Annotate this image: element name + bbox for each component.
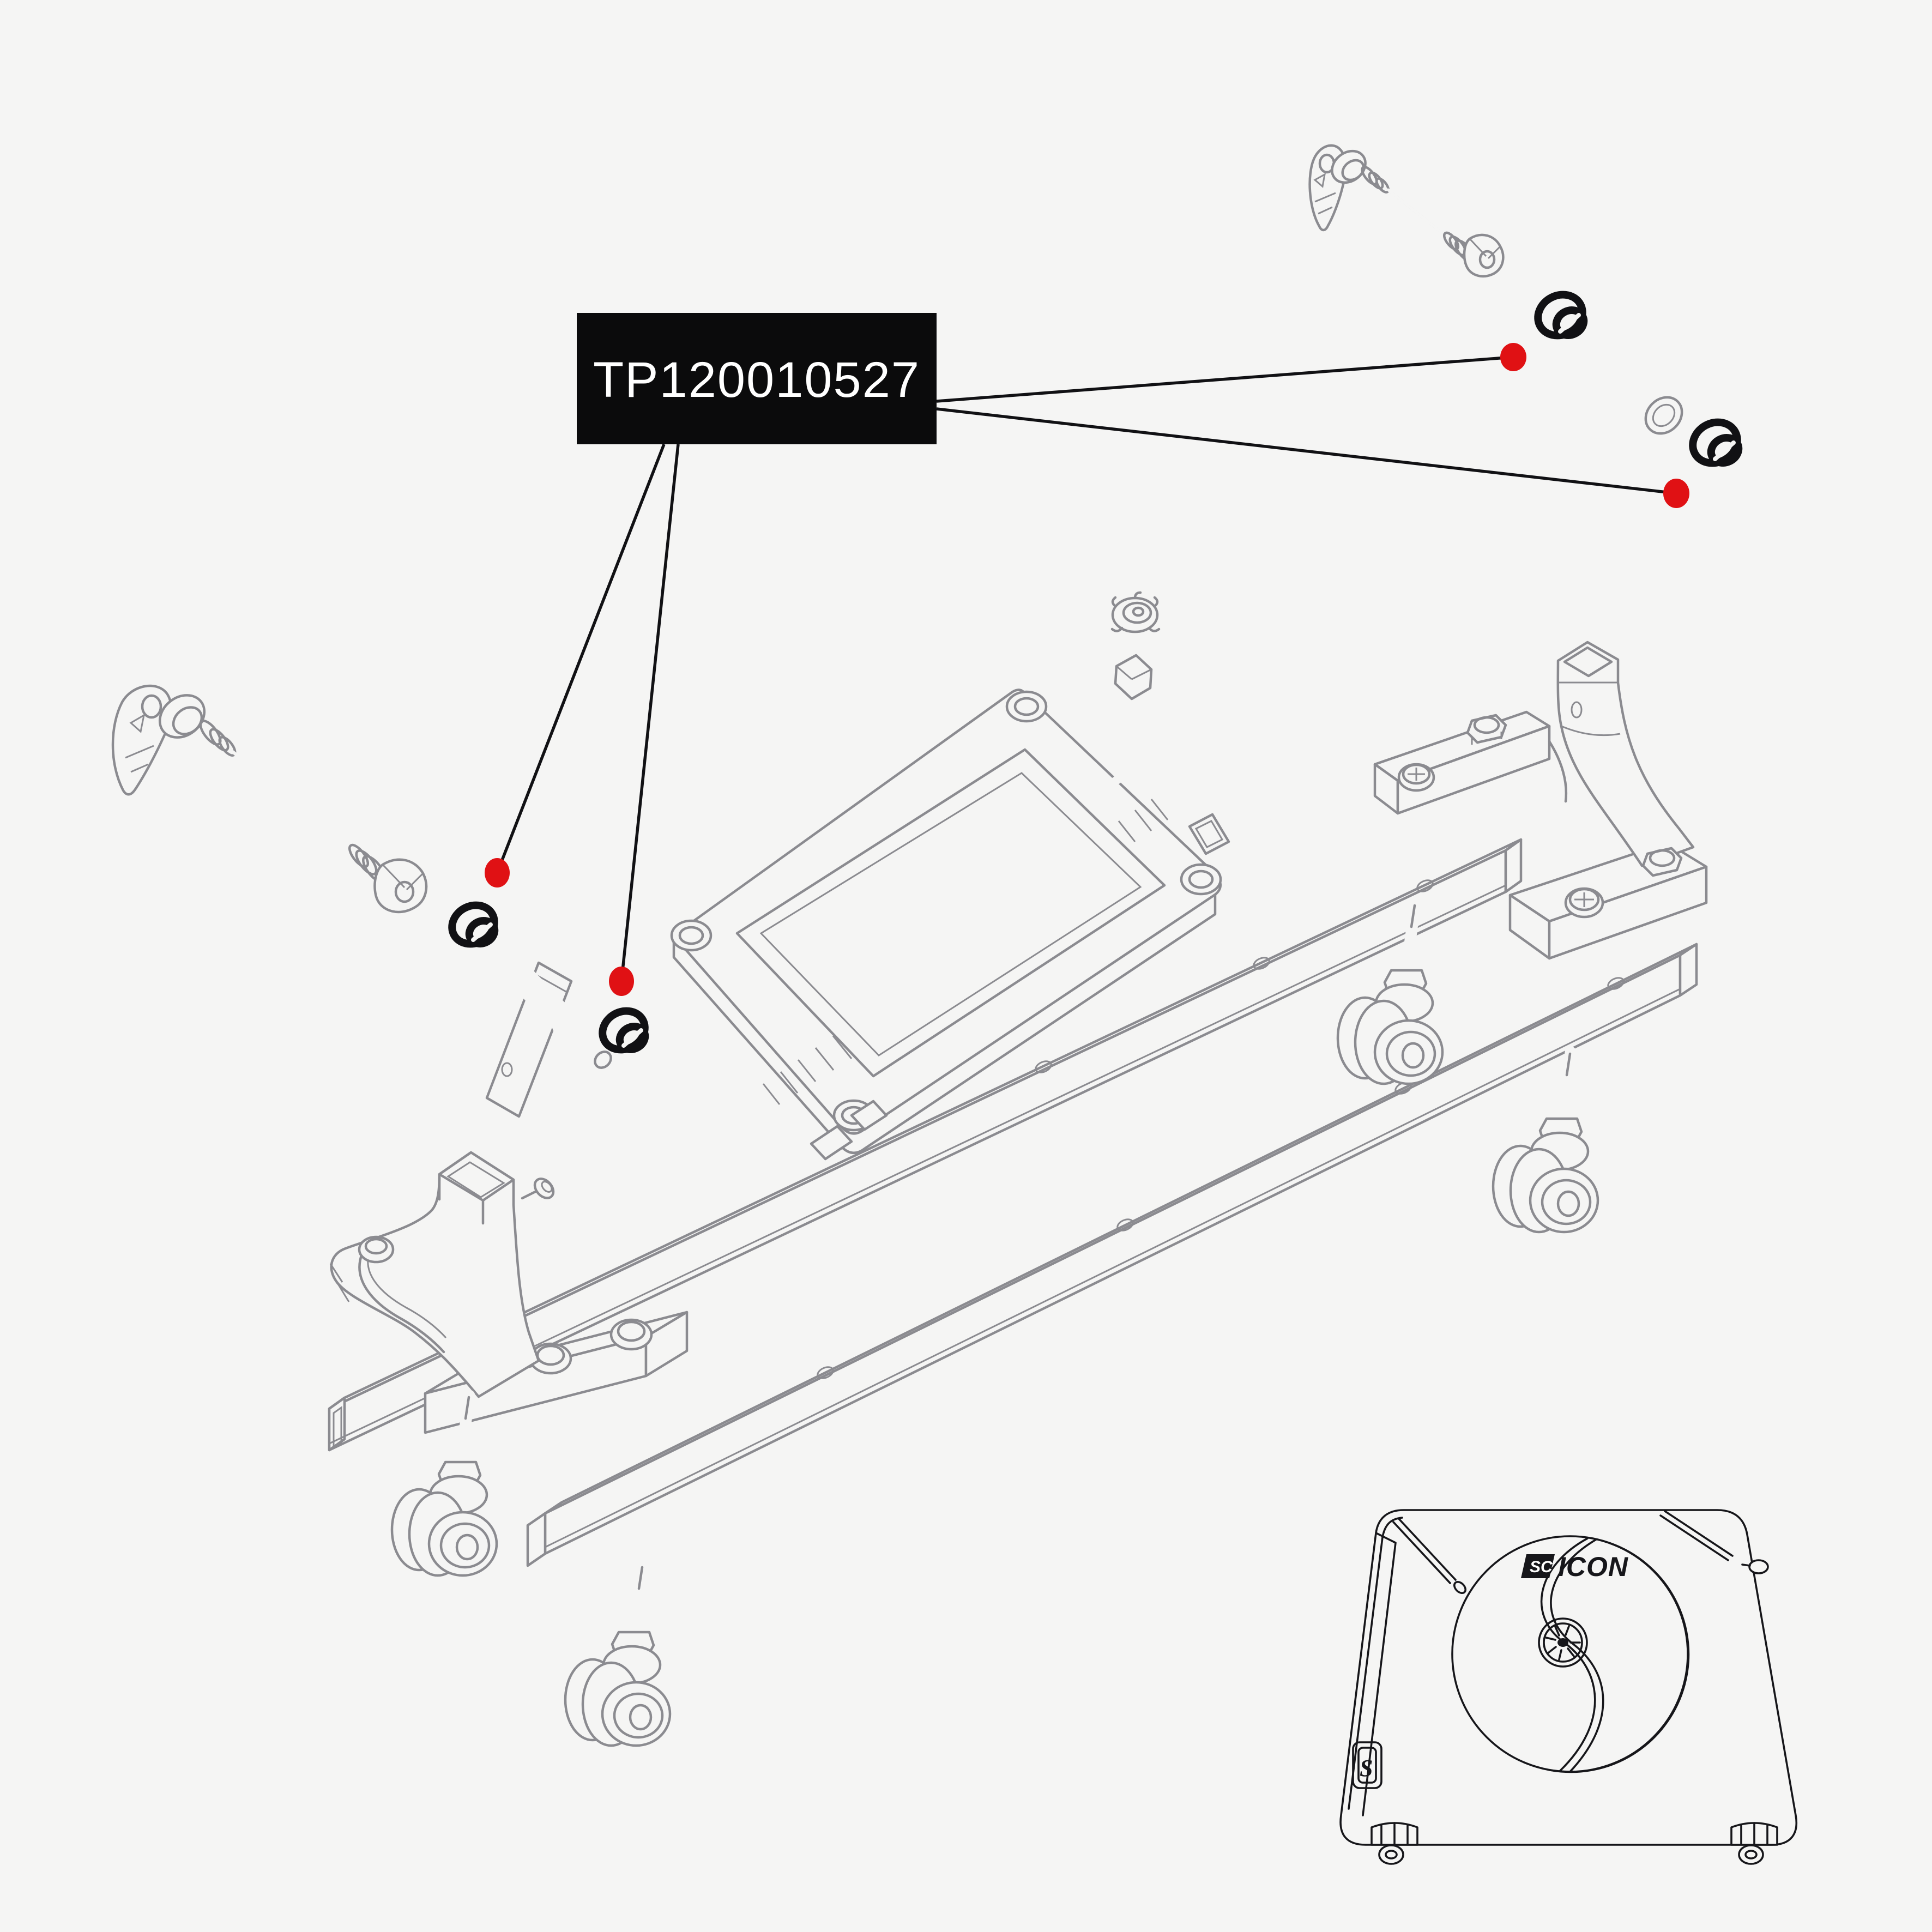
caster-wheel [565, 1566, 670, 1746]
platform-ribs-right [1118, 799, 1169, 842]
quick-release-skewer-right [1308, 144, 1505, 278]
base-boss [529, 1318, 653, 1375]
case-shell [1339, 1509, 1797, 1846]
rubber-bushing-left-b [599, 1007, 649, 1054]
qr-nut [373, 858, 428, 914]
case-valve [1741, 1559, 1769, 1574]
platform-ribs [762, 1035, 853, 1105]
pin-screw [521, 1178, 555, 1200]
part-label: TP120010527 [577, 313, 937, 444]
part-location-marker [1663, 479, 1689, 508]
part-label-box [577, 313, 937, 444]
logo-icon-text: ICON [1558, 1551, 1628, 1582]
part-number-text: TP120010527 [593, 352, 920, 408]
part-location-marker [609, 967, 634, 996]
qr-nut [1463, 233, 1505, 278]
callout-line [496, 444, 666, 873]
case-zipper [1392, 1510, 1734, 1594]
case-clasp: S [1352, 1741, 1382, 1789]
fork-mount-right [1373, 641, 1708, 960]
frame-rail-lower [526, 943, 1698, 1567]
case-foot [1730, 1822, 1778, 1865]
rubber-bushing-left-a [448, 901, 499, 948]
hex-bolt [1641, 847, 1683, 877]
phillips-screw [1397, 763, 1435, 792]
hex-bolt [1466, 714, 1507, 745]
part-location-marker [485, 858, 510, 887]
phillips-screw [1564, 887, 1604, 919]
curved-frame-arm [1188, 380, 1615, 856]
base-platform [670, 689, 1222, 1161]
rubber-bushing-top-b [1689, 418, 1743, 467]
fork-mount-left [329, 1151, 689, 1434]
scicon-logo: SC ICON [1521, 1551, 1628, 1582]
part-location-marker [1500, 343, 1526, 371]
locking-knob [1110, 591, 1161, 701]
frame-rail-upper [328, 838, 1523, 1452]
callout-line [936, 407, 1677, 495]
callout-line [620, 444, 680, 982]
quick-release-skewer-left [111, 684, 428, 914]
callouts [485, 343, 1689, 996]
rubber-bushing-top-a [1534, 291, 1588, 340]
wheel-hub [1538, 1617, 1588, 1668]
case-foot [1370, 1822, 1418, 1865]
bike-case-illustration: SC ICON S [1339, 1509, 1797, 1865]
logo-sc-text: SC [1530, 1558, 1553, 1576]
qr-spring [1361, 165, 1390, 194]
cross-tube-left [492, 948, 612, 1069]
callout-line [936, 355, 1514, 403]
clasp-letter: S [1360, 1755, 1373, 1782]
cross-tube-right [1586, 337, 1683, 435]
